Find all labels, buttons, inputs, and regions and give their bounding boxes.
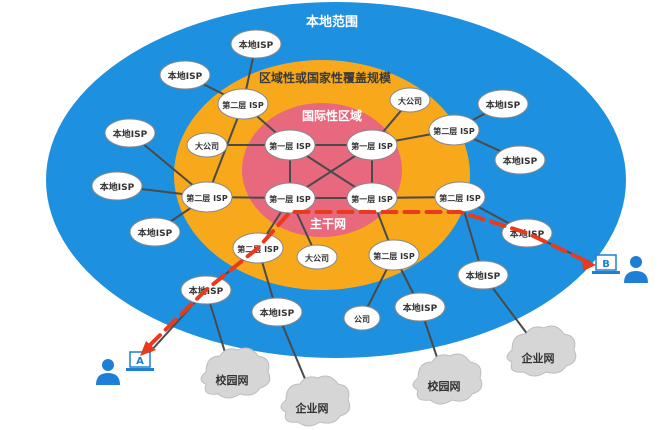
enterprise-label-2: 企业网 (521, 351, 555, 365)
tier2-isp-left: 第二层 ISP (181, 181, 233, 213)
big-company-label: 大公司 (195, 141, 219, 151)
laptop-icon (595, 254, 617, 271)
local-isp-label: 本地ISP (260, 307, 295, 319)
enterprise-network-cloud-2: 企业网 (506, 325, 577, 377)
international-title: 国际性区域 (302, 108, 362, 123)
tier2-label: 第二层 ISP (373, 251, 415, 261)
tier1-isp-sw: 第一层 ISP (264, 182, 316, 214)
tier2-isp-bottom-right: 第二层 ISP (368, 239, 420, 271)
path-arrow-head-b (582, 257, 596, 271)
tier2-label: 第二层 ISP (222, 100, 264, 110)
tier2-label: 第二层 ISP (433, 126, 475, 136)
local-isp-right-1: 本地ISP (477, 89, 529, 119)
company-label: 公司 (354, 315, 370, 324)
local-isp-label: 本地ISP (239, 39, 274, 51)
tier2-isp-right: 第二层 ISP (428, 114, 480, 146)
user-icon (102, 359, 114, 371)
tier2-isp-east: 第二层 ISP (434, 181, 486, 213)
local-isp-label: 本地ISP (138, 227, 173, 239)
local-isp-label: 本地ISP (466, 270, 501, 282)
enterprise-label-1: 企业网 (295, 401, 329, 415)
local-isp-upper-left: 本地ISP (159, 60, 211, 90)
big-company-label: 大公司 (398, 96, 422, 106)
tier2-label: 第二层 ISP (186, 193, 228, 203)
big-company-bottom: 大公司 (296, 244, 338, 270)
tier1-label: 第一层 ISP (269, 194, 311, 204)
local-isp-left-3: 本地ISP (129, 217, 181, 247)
local-isp-label: 本地ISP (403, 302, 438, 314)
local-isp-label: 本地ISP (113, 128, 148, 140)
local-isp-label: 本地ISP (503, 155, 538, 167)
enterprise-network-cloud-1: 企业网 (280, 375, 351, 427)
tier2-label: 第二层 ISP (439, 193, 481, 203)
local-isp-right-2: 本地ISP (494, 145, 546, 175)
tier1-isp-ne: 第一层 ISP (346, 129, 398, 161)
local-isp-right-low: 本地ISP (457, 260, 509, 290)
company-node: 公司 (343, 305, 381, 331)
local-scope-title: 本地范围 (306, 14, 358, 30)
local-isp-left-2: 本地ISP (91, 171, 143, 201)
local-isp-label: 本地ISP (168, 70, 203, 82)
tier1-label: 第一层 ISP (269, 141, 311, 151)
path-a-to-b (148, 210, 594, 347)
tier1-label: 第一层 ISP (351, 194, 393, 204)
host-b: B (592, 254, 648, 283)
regional-title: 区域性或国家性覆盖规模 (259, 70, 392, 85)
tier1-isp-nw: 第一层 ISP (264, 129, 316, 161)
laptop-icon (129, 351, 151, 368)
campus-network-cloud-2: 校园网 (412, 353, 483, 405)
local-isp-top: 本地ISP (230, 29, 282, 59)
host-a-label: A (136, 356, 144, 367)
big-company-top: 大公司 (389, 87, 431, 113)
campus-label-2: 校园网 (428, 379, 461, 393)
path-arrow-head-a (140, 341, 156, 356)
host-a: A (96, 351, 154, 385)
campus-network-cloud-1: 校园网 (200, 347, 271, 399)
backbone-title: 主干网 (310, 216, 346, 231)
big-company-left: 大公司 (186, 132, 228, 158)
tier1-isp-se: 第一层 ISP (346, 182, 398, 214)
local-isp-label: 本地ISP (486, 99, 521, 111)
tier1-label: 第一层 ISP (351, 141, 393, 151)
big-company-label: 大公司 (305, 253, 329, 263)
user-icon (630, 256, 642, 268)
user-body (96, 373, 120, 385)
local-isp-label: 本地ISP (100, 181, 135, 193)
local-isp-left-1: 本地ISP (104, 118, 156, 148)
host-b-label: B (602, 259, 610, 270)
local-isp-bottom-right: 本地ISP (394, 292, 446, 322)
campus-label-1: 校园网 (216, 373, 249, 387)
tier2-isp-top: 第二层 ISP (217, 88, 269, 120)
local-isp-bottom: 本地ISP (251, 297, 303, 327)
user-body (624, 271, 648, 283)
